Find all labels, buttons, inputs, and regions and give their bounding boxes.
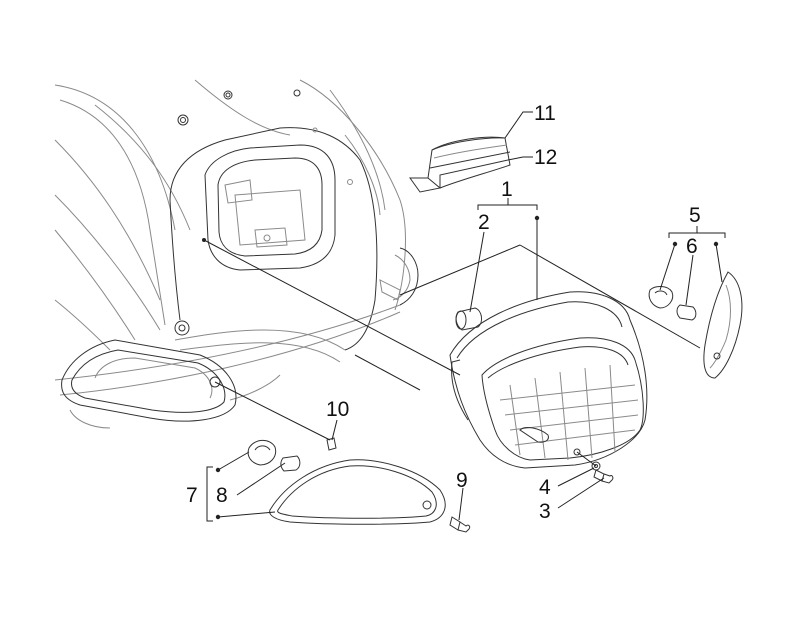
tail-light-assembly bbox=[449, 291, 648, 469]
washer-4 bbox=[591, 461, 601, 471]
callout-2: 2 bbox=[478, 211, 490, 234]
callout-7: 7 bbox=[186, 484, 198, 507]
callout-6: 6 bbox=[686, 235, 698, 258]
side-marker-light bbox=[648, 271, 743, 379]
callout-4: 4 bbox=[539, 476, 551, 499]
callout-8: 8 bbox=[216, 484, 228, 507]
callout-12: 12 bbox=[534, 146, 557, 169]
left-marker-light bbox=[247, 437, 446, 525]
callouts: 11 12 1 2 5 6 10 7 8 9 4 3 bbox=[186, 102, 701, 523]
screw-3 bbox=[593, 469, 614, 484]
scooter-rear-body bbox=[54, 79, 419, 429]
callout-3: 3 bbox=[539, 500, 551, 523]
leader-lines bbox=[203, 111, 726, 522]
bulb-2 bbox=[455, 307, 483, 331]
license-plate-light bbox=[409, 136, 511, 193]
screw-9 bbox=[449, 516, 471, 533]
rear-light-housing bbox=[61, 339, 237, 422]
callout-9: 9 bbox=[456, 469, 468, 492]
callout-1: 1 bbox=[501, 178, 513, 201]
callout-10: 10 bbox=[326, 398, 349, 421]
callout-11: 11 bbox=[534, 102, 556, 125]
callout-5: 5 bbox=[689, 204, 701, 227]
